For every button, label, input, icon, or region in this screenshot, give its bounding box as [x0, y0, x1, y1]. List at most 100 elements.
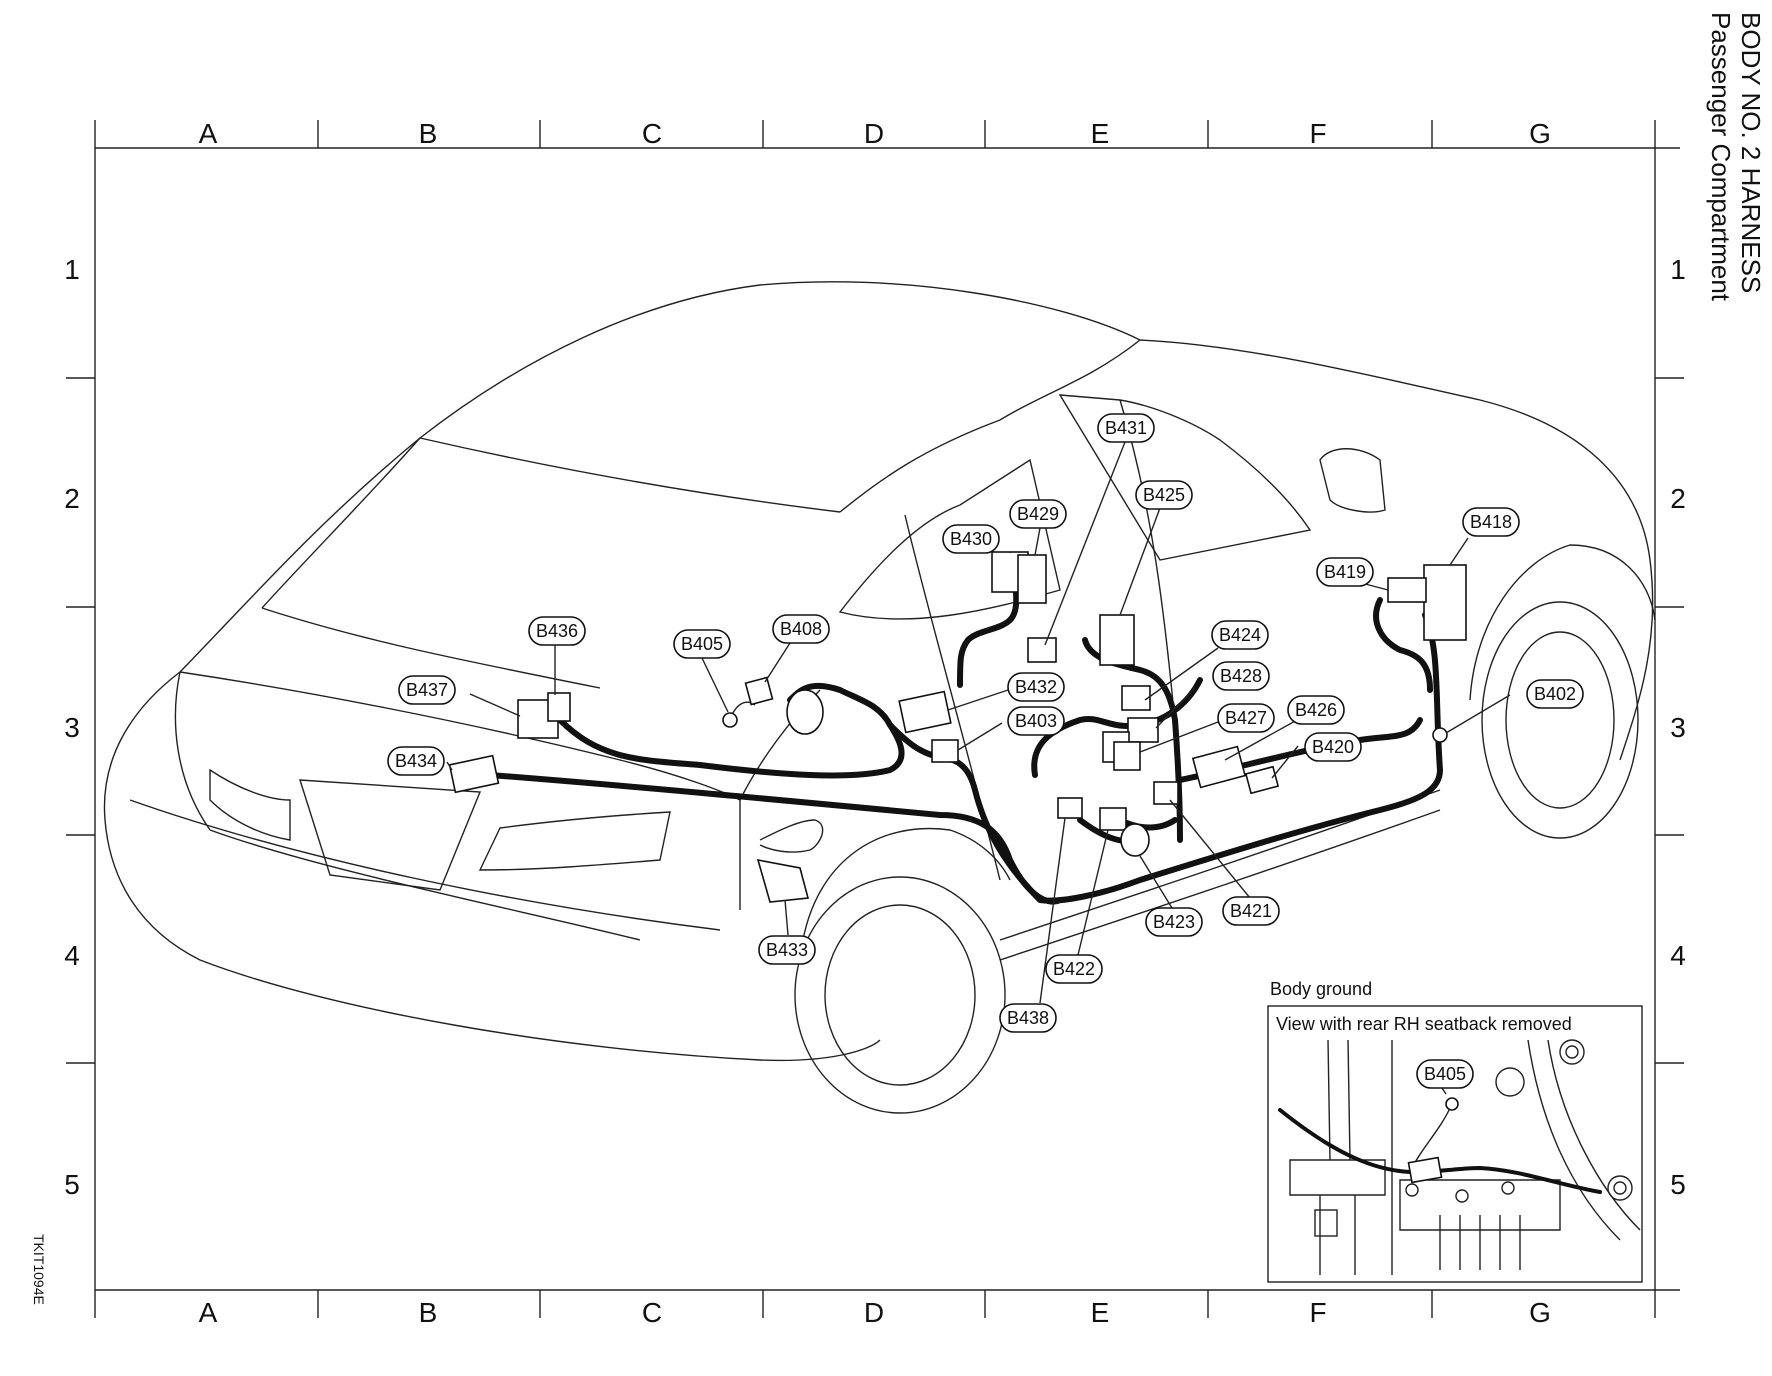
col-label-d-bottom: D: [864, 1297, 884, 1328]
col-label-e: E: [1091, 118, 1110, 149]
connector-b419: [1387, 577, 1427, 603]
svg-text:B418: B418: [1470, 512, 1512, 532]
connector-b425: [1099, 614, 1135, 666]
svg-text:B432: B432: [1015, 677, 1057, 697]
callout-b429: B429: [1009, 499, 1067, 529]
svg-text:B405: B405: [1424, 1064, 1466, 1084]
callout-b403: B403: [1007, 706, 1065, 736]
row-label-2: 2: [64, 483, 80, 514]
col-label-b: B: [419, 118, 438, 149]
col-label-a-bottom: A: [199, 1297, 218, 1328]
svg-text:B427: B427: [1225, 708, 1267, 728]
callout-b422: B422: [1045, 954, 1103, 984]
callout-b428: B428: [1212, 661, 1270, 691]
connector-b428: [1127, 717, 1159, 743]
connector-b434: [448, 754, 500, 794]
connector-b403: [931, 739, 959, 763]
col-label-e-bottom: E: [1091, 1297, 1110, 1328]
callout-b437: B437: [398, 675, 456, 705]
row-label-4-right: 4: [1670, 940, 1686, 971]
col-label-c-bottom: C: [642, 1297, 662, 1328]
callout-b408: B408: [772, 614, 830, 644]
col-label-d: D: [864, 118, 884, 149]
callout-b405: B405: [673, 629, 731, 659]
harness-wiring: [487, 572, 1443, 905]
inset-frame: [1267, 1005, 1643, 1283]
callout-b421: B421: [1222, 896, 1280, 926]
svg-text:B423: B423: [1153, 912, 1195, 932]
callout-b425: B425: [1135, 480, 1193, 510]
connector-b429: [1017, 554, 1047, 604]
svg-text:B424: B424: [1219, 625, 1261, 645]
callout-b430: B430: [942, 524, 1000, 554]
col-label-f: F: [1309, 118, 1326, 149]
body-ground-inset: Body ground View with rear RH seatback r…: [1267, 979, 1643, 1283]
connector-b432: [898, 690, 952, 734]
col-label-b-bottom: B: [419, 1297, 438, 1328]
svg-text:B434: B434: [395, 751, 437, 771]
connector-b421: [1153, 781, 1179, 805]
diagram-frame: [66, 120, 1684, 1318]
column-labels-bottom: A B C D E F G: [199, 1297, 1551, 1328]
callout-b436: B436: [528, 616, 586, 646]
connector-shapes: [448, 551, 1467, 903]
svg-text:B433: B433: [766, 940, 808, 960]
svg-text:B420: B420: [1312, 737, 1354, 757]
row-labels-right: 1 2 3 4 5: [1670, 254, 1686, 1200]
connector-b423: [1120, 823, 1150, 857]
connector-b418: [1423, 564, 1467, 641]
svg-text:B431: B431: [1105, 418, 1147, 438]
connector-b436-cap: [547, 692, 571, 722]
callout-b419: B419: [1316, 557, 1374, 587]
callout-b424: B424: [1211, 620, 1269, 650]
title-line-1: BODY NO. 2 HARNESS: [1736, 12, 1766, 293]
callout-b420: B420: [1304, 732, 1362, 762]
connector-b431: [1027, 637, 1057, 663]
row-label-2-right: 2: [1670, 483, 1686, 514]
connector-b408: [744, 676, 774, 706]
row-label-5: 5: [64, 1169, 80, 1200]
callout-b427: B427: [1217, 703, 1275, 733]
connector-b422: [1099, 807, 1127, 831]
callout-b434: B434: [387, 746, 445, 776]
inset-caption: View with rear RH seatback removed: [1276, 1014, 1572, 1034]
connector-b405-terminal: [722, 712, 738, 728]
callout-b426: B426: [1287, 695, 1345, 725]
row-labels-left: 1 2 3 4 5: [64, 254, 80, 1200]
svg-text:B426: B426: [1295, 700, 1337, 720]
column-labels-top: A B C D E F G: [199, 118, 1551, 149]
svg-text:B436: B436: [536, 621, 578, 641]
connector-b424: [1121, 685, 1151, 711]
svg-text:B403: B403: [1015, 711, 1057, 731]
col-label-a: A: [199, 118, 218, 149]
svg-text:B438: B438: [1007, 1008, 1049, 1028]
svg-text:B429: B429: [1017, 504, 1059, 524]
connector-b402-terminal: [1432, 727, 1448, 743]
col-label-g-bottom: G: [1529, 1297, 1551, 1328]
document-code: TKIT1094E: [31, 1234, 47, 1305]
svg-text:B430: B430: [950, 529, 992, 549]
row-label-1: 1: [64, 254, 80, 285]
row-label-3: 3: [64, 712, 80, 743]
connector-b438: [1057, 797, 1083, 819]
row-label-5-right: 5: [1670, 1169, 1686, 1200]
svg-text:B422: B422: [1053, 959, 1095, 979]
callout-b423: B423: [1145, 907, 1203, 937]
inset-callout-b405: B405: [1416, 1059, 1474, 1089]
col-label-c: C: [642, 118, 662, 149]
inset-heading: Body ground: [1270, 979, 1372, 999]
callout-b432: B432: [1007, 672, 1065, 702]
callout-labels: B431 B425 B429 B430 B418 B419 B436 B405 …: [387, 413, 1584, 1033]
connector-b420: [1244, 765, 1280, 795]
svg-text:B428: B428: [1220, 666, 1262, 686]
callout-b433: B433: [758, 935, 816, 965]
col-label-f-bottom: F: [1309, 1297, 1326, 1328]
col-label-g: G: [1529, 118, 1551, 149]
callout-b431: B431: [1097, 413, 1155, 443]
connector-b433: [756, 858, 810, 903]
svg-text:B402: B402: [1534, 684, 1576, 704]
page-title: BODY NO. 2 HARNESS Passenger Compartment: [1706, 12, 1766, 302]
callout-b402: B402: [1526, 679, 1584, 709]
callout-b418: B418: [1462, 507, 1520, 537]
